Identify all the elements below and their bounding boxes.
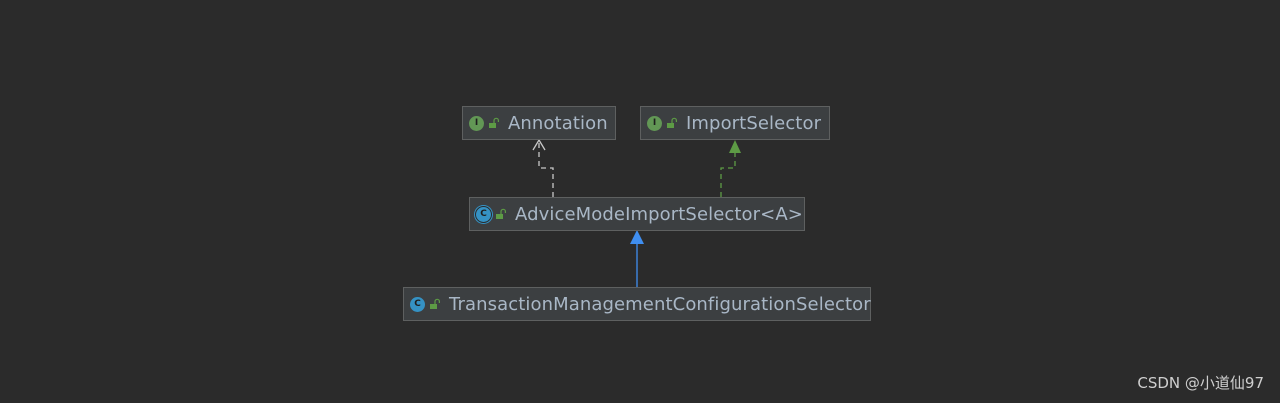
node-transaction-management-configuration-selector[interactable]: C TransactionManagementConfigurationSele…	[403, 287, 871, 321]
node-import-selector[interactable]: I ImportSelector	[640, 106, 830, 140]
class-icon: C	[410, 296, 425, 312]
node-advice-mode-import-selector[interactable]: C AdviceModeImportSelector<A>	[469, 197, 805, 231]
edge-implements-import-selector	[720, 140, 741, 197]
edge-dependency-annotation	[532, 138, 554, 197]
edge-extends-advice-mode-import-selector	[630, 230, 644, 287]
node-label: ImportSelector	[686, 112, 822, 134]
unlocked-icon	[489, 117, 499, 128]
abstract-class-icon: C	[476, 206, 491, 222]
unlocked-icon	[430, 298, 440, 309]
node-label: TransactionManagementConfigurationSelect…	[449, 293, 871, 315]
node-label: Annotation	[508, 112, 608, 134]
interface-icon: I	[469, 115, 484, 131]
watermark: CSDN @小道仙97	[1137, 374, 1264, 392]
unlocked-icon	[667, 117, 677, 128]
node-annotation[interactable]: I Annotation	[462, 106, 616, 140]
unlocked-icon	[496, 208, 506, 219]
interface-icon: I	[647, 115, 662, 131]
node-label: AdviceModeImportSelector<A>	[515, 203, 803, 225]
